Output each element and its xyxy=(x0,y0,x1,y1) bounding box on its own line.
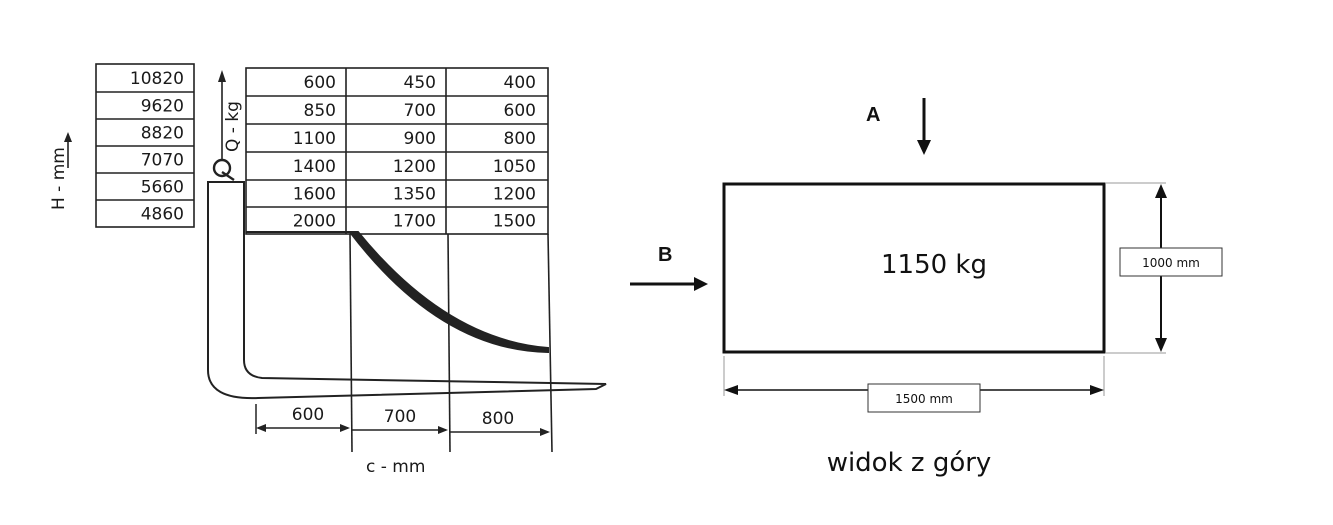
capacity-cell: 450 xyxy=(404,73,436,93)
c-value-label: 800 xyxy=(482,409,514,429)
load-rectangle xyxy=(722,182,1106,354)
q-axis-label: Q - kg xyxy=(223,101,243,152)
width-dimension: 1500 mm xyxy=(723,356,1105,413)
load-mass: 1150 kg xyxy=(881,250,987,280)
capacity-cell: 700 xyxy=(404,101,436,121)
height-cell: 8820 xyxy=(141,124,184,144)
height-cell: 5660 xyxy=(141,178,184,198)
view-caption: widok z góry xyxy=(827,448,992,478)
height-values: 10820 9620 8820 7070 5660 4860 xyxy=(130,69,184,225)
capacity-cell: 1500 xyxy=(493,212,536,232)
capacity-cell: 1350 xyxy=(393,185,436,205)
h-axis-label: H - mm xyxy=(49,147,69,210)
capacity-cell: 2000 xyxy=(293,212,336,232)
c-value-label: 700 xyxy=(384,407,416,427)
q-axis: Q - kg xyxy=(218,70,243,160)
capacity-cell: 600 xyxy=(304,73,336,93)
capacity-cell: 1700 xyxy=(393,212,436,232)
capacity-cell: 1200 xyxy=(393,157,436,177)
top-view: A B 1150 kg 1000 mm 1500 mm xyxy=(630,98,1223,478)
height-dimension: 1000 mm xyxy=(1106,182,1223,354)
height-cell: 10820 xyxy=(130,69,184,89)
c-value-label: 600 xyxy=(292,405,324,425)
q-marker xyxy=(212,158,235,181)
height-dimension-label: 1000 mm xyxy=(1142,256,1200,270)
label-b: B xyxy=(658,244,672,266)
forklift-fork xyxy=(207,181,607,400)
arrow-a xyxy=(917,98,931,155)
capacity-chart: 10820 9620 8820 7070 5660 4860 H - mm Q - kg xyxy=(49,63,607,477)
capacity-cell: 1100 xyxy=(293,129,336,149)
capacity-cell: 1400 xyxy=(293,157,336,177)
arrow-b xyxy=(630,277,708,291)
h-axis: H - mm xyxy=(49,132,72,210)
capacity-cell: 400 xyxy=(504,73,536,93)
width-dimension-label: 1500 mm xyxy=(895,392,953,406)
height-cell: 9620 xyxy=(141,97,184,117)
capacity-cell: 800 xyxy=(504,129,536,149)
c-dimension xyxy=(255,404,550,436)
height-cell: 7070 xyxy=(141,151,184,171)
capacity-cell: 600 xyxy=(504,101,536,121)
load-curve xyxy=(246,231,549,354)
c-values: 600 700 800 xyxy=(292,405,514,429)
capacity-cell: 1200 xyxy=(493,185,536,205)
height-cell: 4860 xyxy=(141,205,184,225)
capacity-cell: 1600 xyxy=(293,185,336,205)
capacity-values: 600 450 400 850 700 600 1100 900 800 1400 1200 1050… xyxy=(293,73,536,232)
capacity-table-frame xyxy=(245,67,549,235)
height-table xyxy=(95,63,195,228)
capacity-cell: 850 xyxy=(304,101,336,121)
capacity-table xyxy=(245,67,553,453)
c-axis-label: c - mm xyxy=(366,457,425,477)
label-a: A xyxy=(866,104,880,126)
capacity-cell: 900 xyxy=(404,129,436,149)
capacity-cell: 1050 xyxy=(493,157,536,177)
